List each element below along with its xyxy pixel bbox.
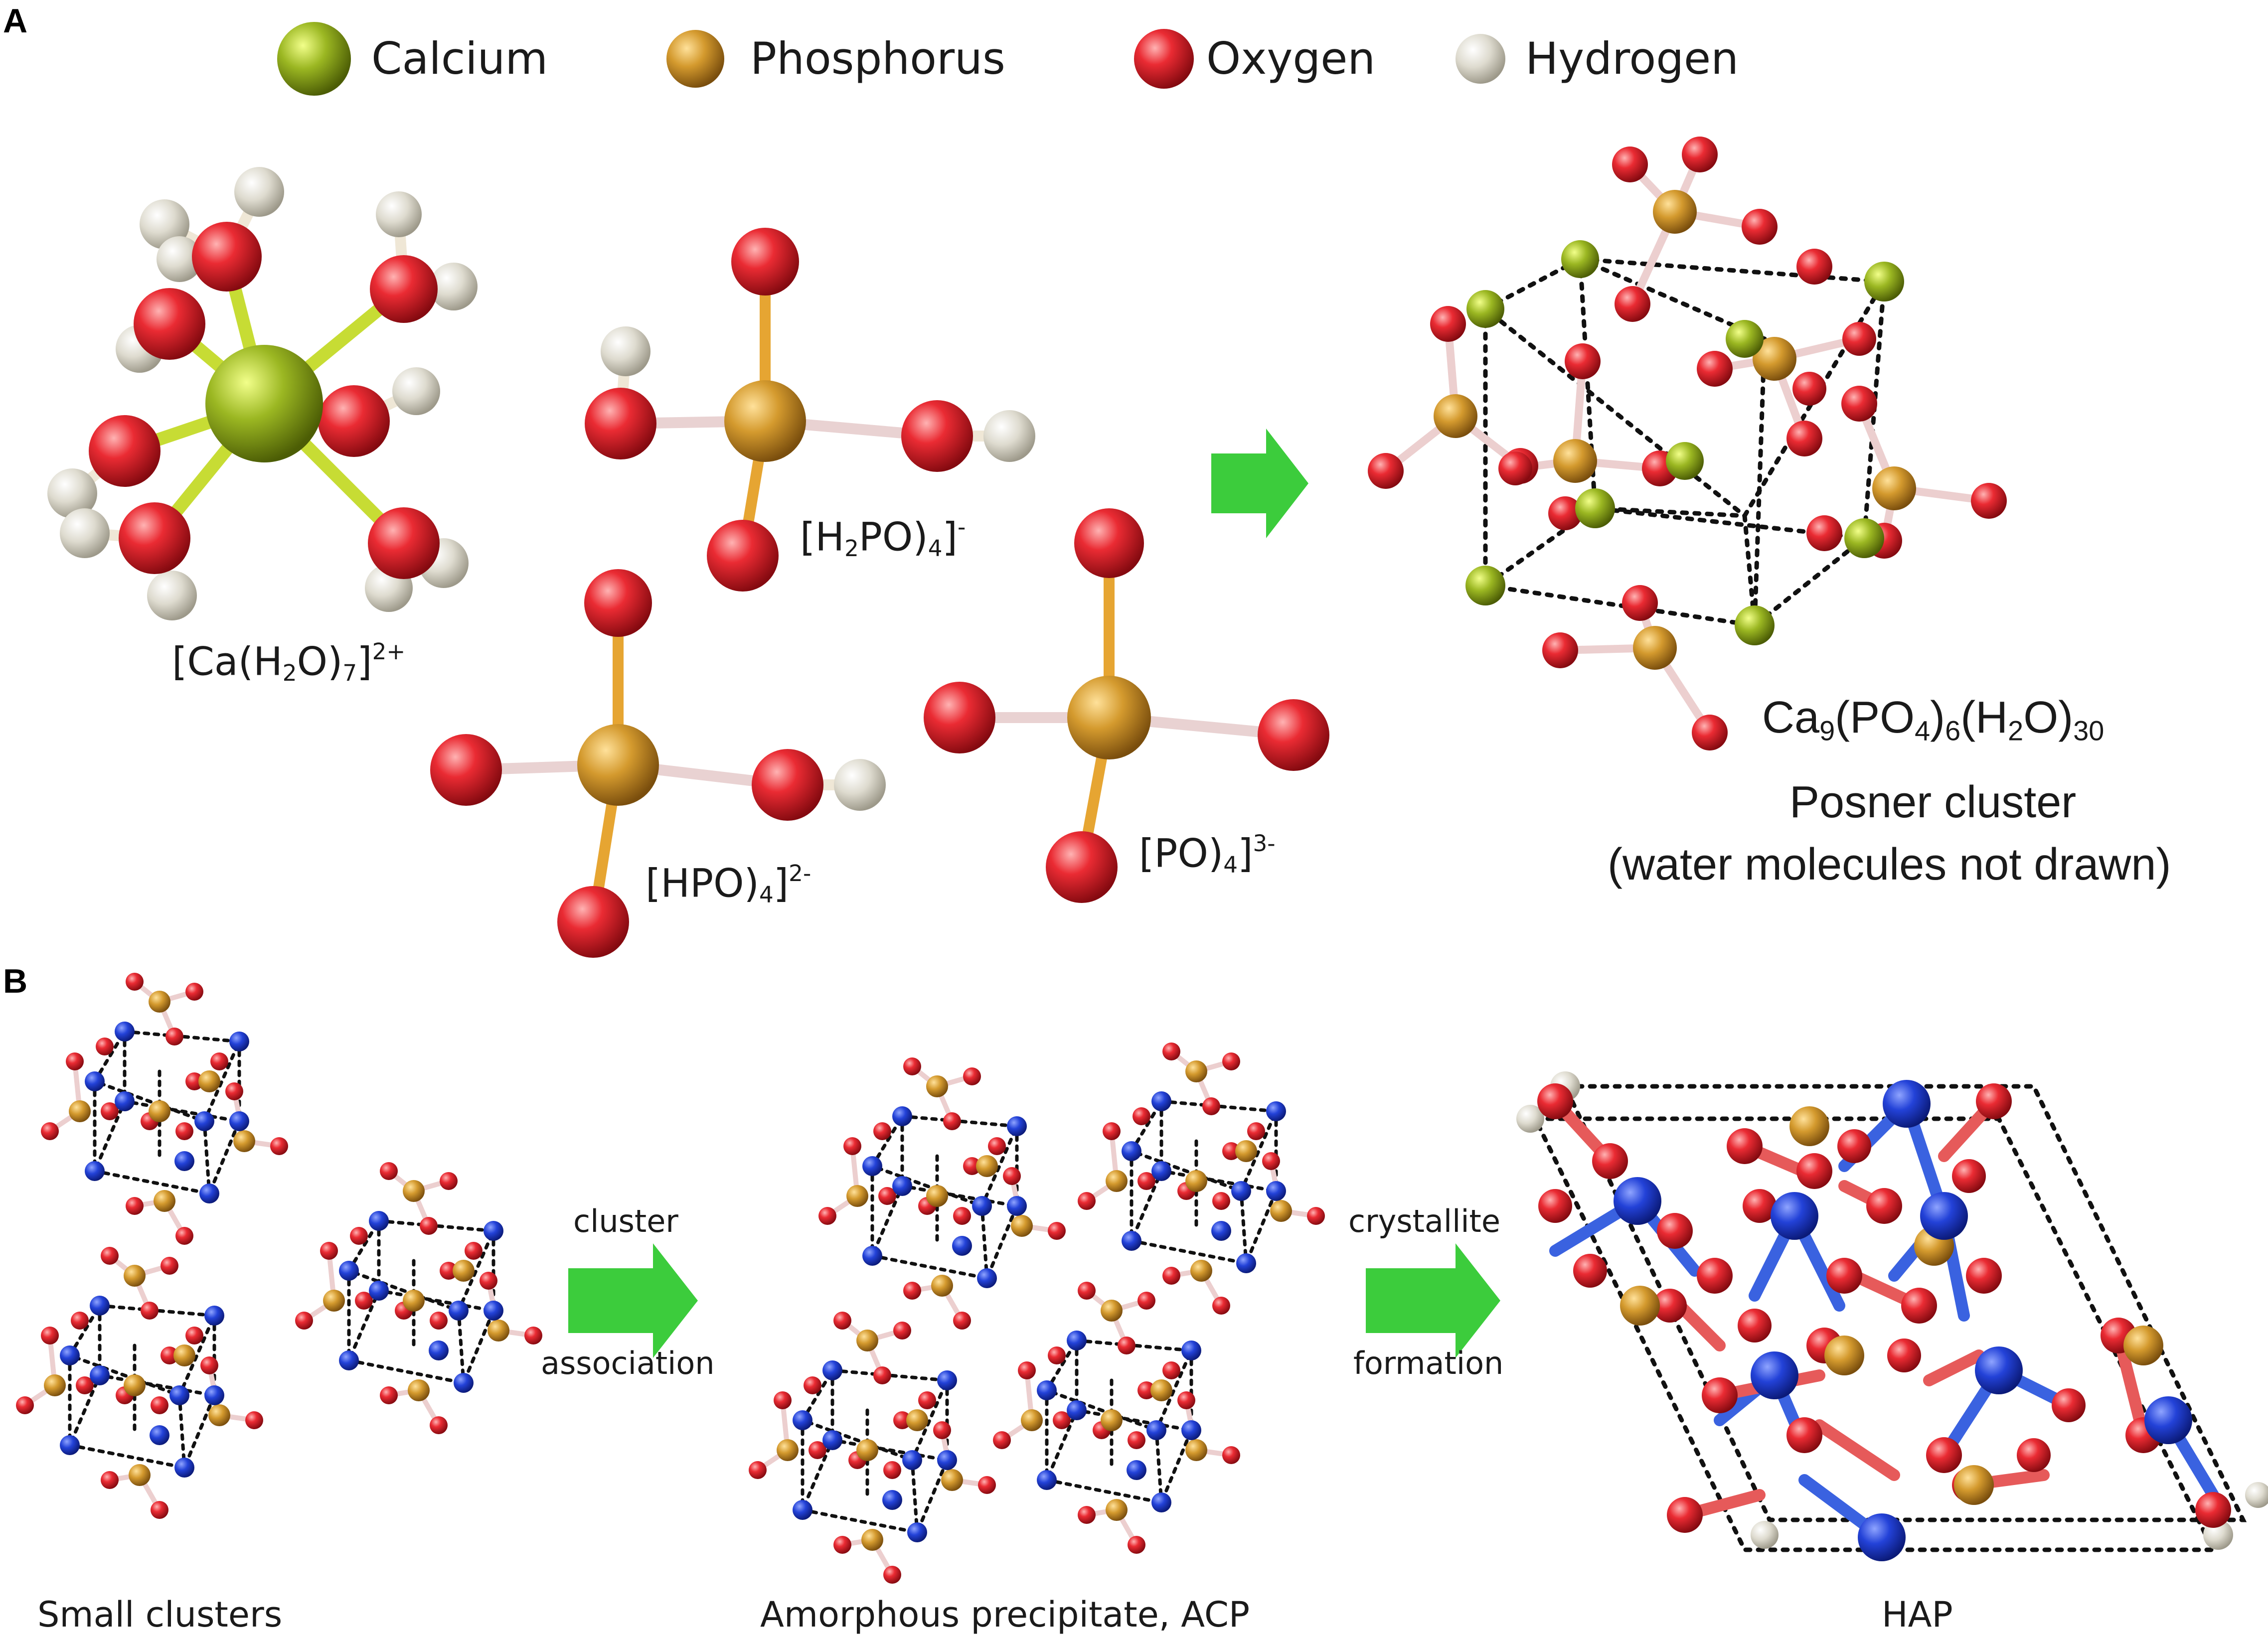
legend-phosphorus-sphere	[666, 30, 724, 88]
step2-line1: crystallite	[1348, 1203, 1501, 1239]
h2po4-label: [H2PO)4]-	[800, 514, 966, 562]
po4-molecule	[924, 508, 1329, 903]
arrow-cluster-association	[568, 1243, 698, 1358]
acp-cluster-4	[993, 1282, 1240, 1554]
step2-line2: formation	[1353, 1345, 1504, 1381]
acp-clusters	[749, 1043, 1325, 1584]
legend-calcium-label: Calcium	[371, 33, 548, 84]
posner-name: Posner cluster	[1789, 777, 2077, 827]
calcium-atom	[205, 345, 323, 462]
h2po4-molecule	[585, 228, 1035, 592]
panel-b-label: B	[3, 962, 28, 1000]
ca-complex-label: [Ca(H2O)7]2+	[172, 638, 406, 686]
label-small-clusters: Small clusters	[37, 1594, 283, 1635]
arrow-to-posner	[1211, 429, 1308, 538]
arrow-crystallite-formation	[1366, 1243, 1500, 1358]
posner-formula: Ca9(PO4)6(H2O)30	[1762, 693, 2105, 746]
small-cluster-2	[16, 1247, 263, 1519]
po4-label: [PO)4]3-	[1139, 830, 1276, 878]
legend-phosphorus-label: Phosphorus	[750, 33, 1005, 84]
posner-cluster	[1368, 137, 2007, 750]
posner-note: (water molecules not drawn)	[1608, 840, 2171, 890]
legend	[277, 22, 1505, 96]
legend-calcium-sphere	[277, 22, 351, 96]
hap-structure	[1516, 1071, 2268, 1561]
label-hap: HAP	[1882, 1594, 1953, 1635]
legend-hydrogen-label: Hydrogen	[1525, 33, 1739, 84]
panel-a-label: A	[3, 2, 28, 40]
acp-cluster-1	[818, 1057, 1066, 1330]
hpo4-molecule	[430, 569, 886, 958]
step1-line1: cluster	[573, 1203, 678, 1239]
label-acp: Amorphous precipitate, ACP	[760, 1594, 1250, 1635]
step1-line2: association	[541, 1345, 715, 1381]
acp-cluster-3	[749, 1312, 996, 1584]
small-cluster-3	[295, 1162, 542, 1434]
acp-cluster-2	[1078, 1043, 1325, 1315]
legend-hydrogen-sphere	[1456, 34, 1505, 84]
small-clusters	[16, 973, 542, 1519]
legend-oxygen-label: Oxygen	[1206, 33, 1376, 84]
ca-water-complex	[47, 167, 478, 620]
hpo4-label: [HPO)4]2-	[646, 860, 811, 908]
legend-oxygen-sphere	[1134, 29, 1194, 89]
small-cluster-1	[41, 973, 288, 1245]
